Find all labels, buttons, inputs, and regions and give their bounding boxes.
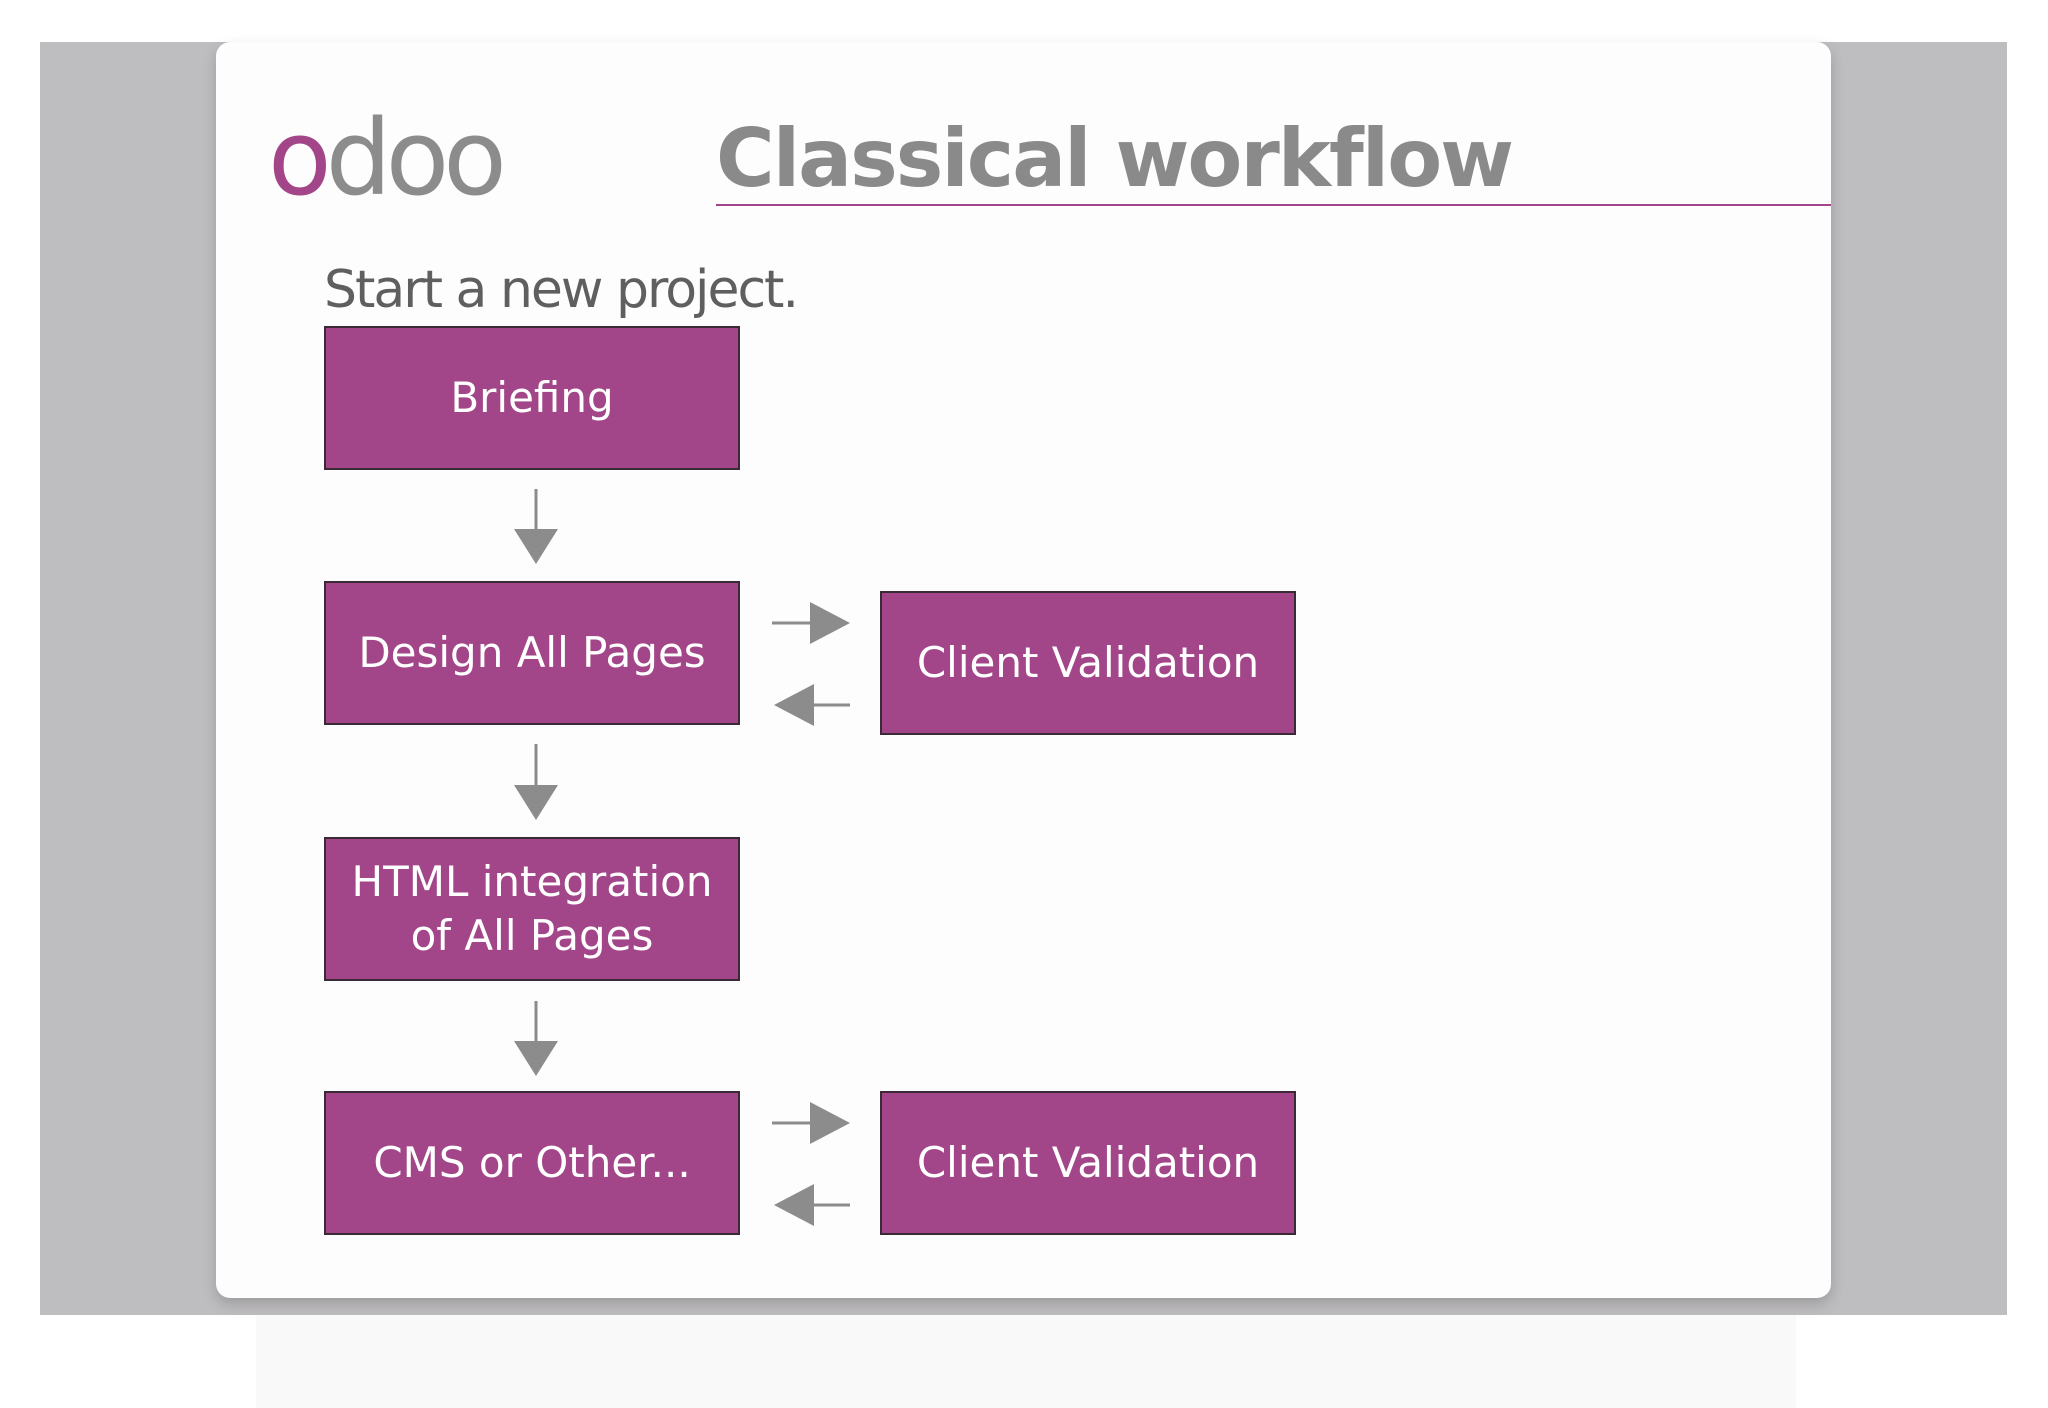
node-html-integration-line2: of All Pages: [410, 911, 654, 960]
logo-wordmark: odoo: [268, 97, 507, 219]
arrow-design-to-html: [514, 744, 558, 820]
slide: odoo Classical workflow Start a new proj…: [216, 42, 1831, 1298]
arrow-validation-2-to-cms: [774, 1184, 850, 1226]
title-underline: [716, 204, 1831, 206]
node-html-integration-line1: HTML integration: [351, 857, 713, 906]
node-client-validation-2-label: Client Validation: [916, 1138, 1260, 1187]
node-design-all-pages-label: Design All Pages: [358, 628, 706, 677]
node-cms-or-other-label: CMS or Other...: [373, 1138, 691, 1187]
node-design-all-pages: Design All Pages: [324, 581, 740, 725]
node-cms-or-other: CMS or Other...: [324, 1091, 740, 1235]
arrow-html-to-cms: [514, 1001, 558, 1076]
slide-title: Classical workflow: [716, 112, 1514, 205]
slide-subtitle: Start a new project.: [324, 260, 799, 320]
node-html-integration: HTML integration of All Pages: [324, 837, 740, 981]
arrow-cms-to-validation-2: [772, 1102, 850, 1144]
node-client-validation-1: Client Validation: [880, 591, 1296, 735]
lower-page-area: [256, 1315, 1796, 1408]
node-client-validation-1-label: Client Validation: [916, 638, 1260, 687]
node-client-validation-2: Client Validation: [880, 1091, 1296, 1235]
arrow-briefing-to-design: [514, 489, 558, 564]
arrow-validation-1-to-design: [774, 684, 850, 726]
node-briefing: Briefing: [324, 326, 740, 470]
node-briefing-label: Briefing: [450, 373, 614, 422]
odoo-logo: odoo: [268, 106, 508, 226]
arrow-design-to-validation-1: [772, 602, 850, 644]
